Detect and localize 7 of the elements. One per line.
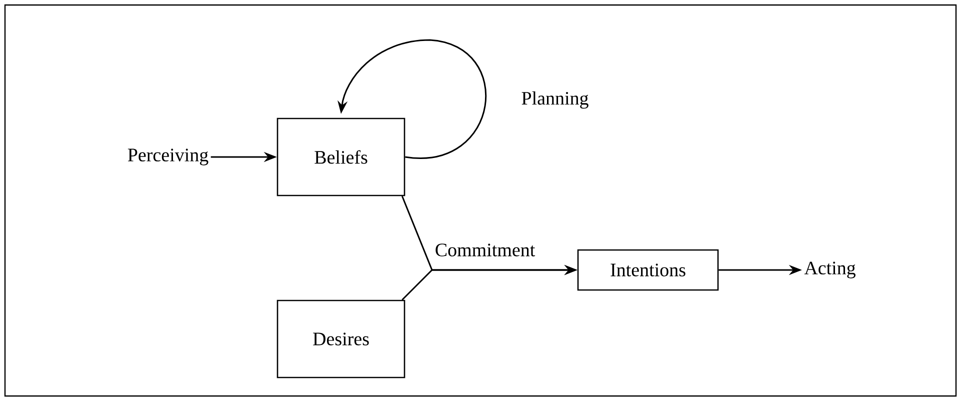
edge-label: Planning xyxy=(520,90,590,110)
activity-label: Acting xyxy=(804,262,856,278)
process-box: Desires xyxy=(276,300,406,378)
process-box: Intentions xyxy=(577,249,719,291)
process-box: Beliefs xyxy=(276,118,406,196)
activity-label: Perceiving xyxy=(128,148,208,166)
edge-label: Commitment xyxy=(434,242,536,258)
